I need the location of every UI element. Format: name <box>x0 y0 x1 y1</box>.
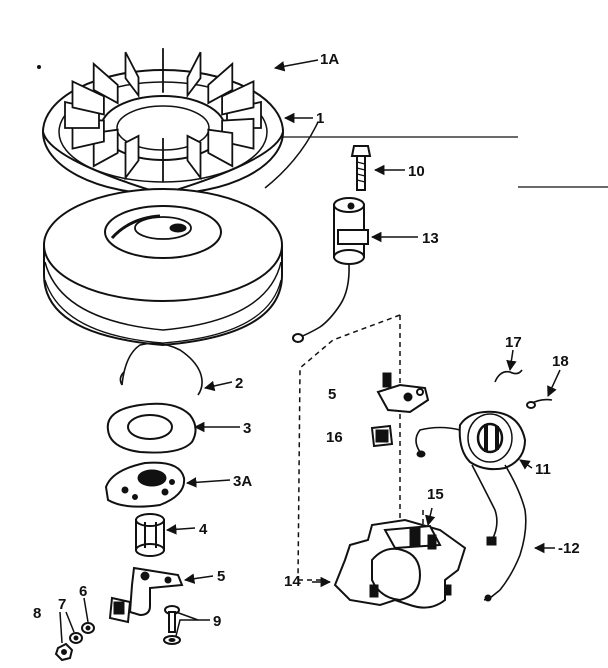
callout-14: 14 <box>284 573 301 590</box>
breaker-plate <box>104 461 186 508</box>
small-terminal <box>526 398 553 409</box>
cooling-fan <box>42 48 284 196</box>
spring-clip <box>119 342 203 396</box>
fan-blade <box>221 79 255 116</box>
scan-edge-lines <box>37 65 608 188</box>
callout-16: 16 <box>326 429 343 446</box>
callout-11: 11 <box>535 461 551 478</box>
cam-bushing <box>135 513 165 557</box>
fan-blade <box>92 61 119 105</box>
callout-3: 3 <box>243 420 251 437</box>
condenser <box>292 197 369 343</box>
callout-1A: 1A <box>320 51 339 68</box>
screw-washer-nut <box>54 622 95 662</box>
fan-blade <box>71 79 105 116</box>
callout-5-left: 5 <box>217 568 225 585</box>
bolt <box>350 145 372 191</box>
callout-2: 2 <box>235 375 243 392</box>
leader-lines <box>59 59 561 644</box>
flywheel <box>43 188 283 347</box>
callout-9: 9 <box>213 613 221 630</box>
callout-6: 6 <box>79 583 87 600</box>
callout-1: 1 <box>316 110 324 127</box>
callout-17: 17 <box>505 334 522 351</box>
small-spring <box>494 369 523 383</box>
cover-plate <box>106 402 197 454</box>
fan-blade <box>124 51 140 99</box>
callout-8: 8 <box>33 605 41 622</box>
point-bracket <box>376 372 430 414</box>
callout-labels: 1A 1 10 13 2 3 3A 4 5 6 7 8 9 5 16 15 14… <box>33 51 580 630</box>
callout-5-right: 5 <box>328 386 336 403</box>
fan-blade <box>124 134 140 181</box>
small-clip <box>370 424 394 448</box>
breaker-point-arm <box>108 566 184 624</box>
callout-4: 4 <box>199 521 208 538</box>
callout-15: 15 <box>427 486 444 503</box>
coil-mount-bracket <box>333 518 467 609</box>
ignition-coil <box>415 410 527 602</box>
callout-3A: 3A <box>233 473 252 490</box>
assembly-dashed-lines <box>297 314 424 581</box>
callout-13: 13 <box>422 230 439 247</box>
mounting-screw <box>163 605 181 645</box>
callout-10: 10 <box>408 163 425 180</box>
callout-7: 7 <box>58 596 66 613</box>
callout-12: -12 <box>558 540 580 557</box>
fan-blade <box>207 128 234 168</box>
fan-blade <box>186 134 202 181</box>
fan-blade <box>186 51 202 99</box>
callout-18: 18 <box>552 353 569 370</box>
